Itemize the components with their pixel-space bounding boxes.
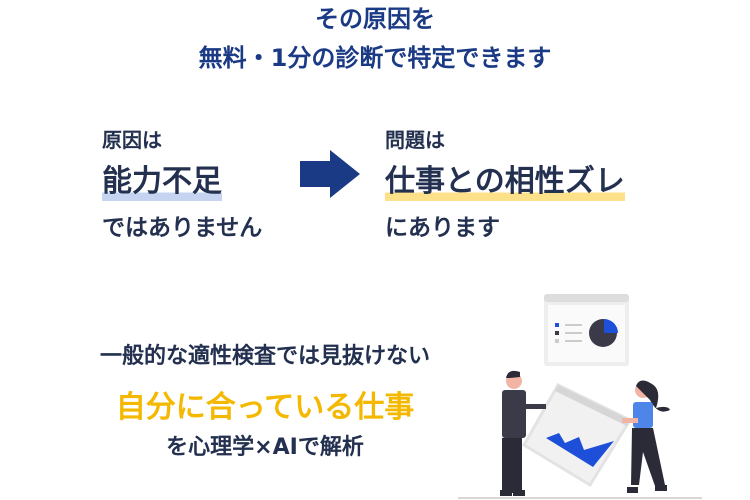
headline-line-2: 無料・1分の診断で特定できます xyxy=(198,44,552,72)
cause-emphasis: 能力不足 xyxy=(102,163,222,201)
analysis-illustration xyxy=(458,294,702,499)
woman-figure xyxy=(622,380,670,493)
bottom-highlight: 自分に合っている仕事 xyxy=(115,390,415,425)
chart-board xyxy=(521,383,633,488)
headline-line-1: その原因を xyxy=(315,5,435,33)
bottom-line-1: 一般的な適性検査では見抜けない xyxy=(99,344,430,369)
pie-chart-window xyxy=(544,294,629,366)
man-figure xyxy=(500,370,546,496)
cause-outro: ではありません xyxy=(102,215,263,241)
arrow-right-icon xyxy=(300,150,360,198)
problem-emphasis: 仕事との相性ズレ xyxy=(385,163,625,201)
problem-intro: 問題は xyxy=(385,128,445,152)
cause-intro: 原因は xyxy=(102,128,162,152)
problem-outro: にあります xyxy=(385,215,500,241)
bottom-line-3: を心理学×AIで解析 xyxy=(166,435,364,460)
